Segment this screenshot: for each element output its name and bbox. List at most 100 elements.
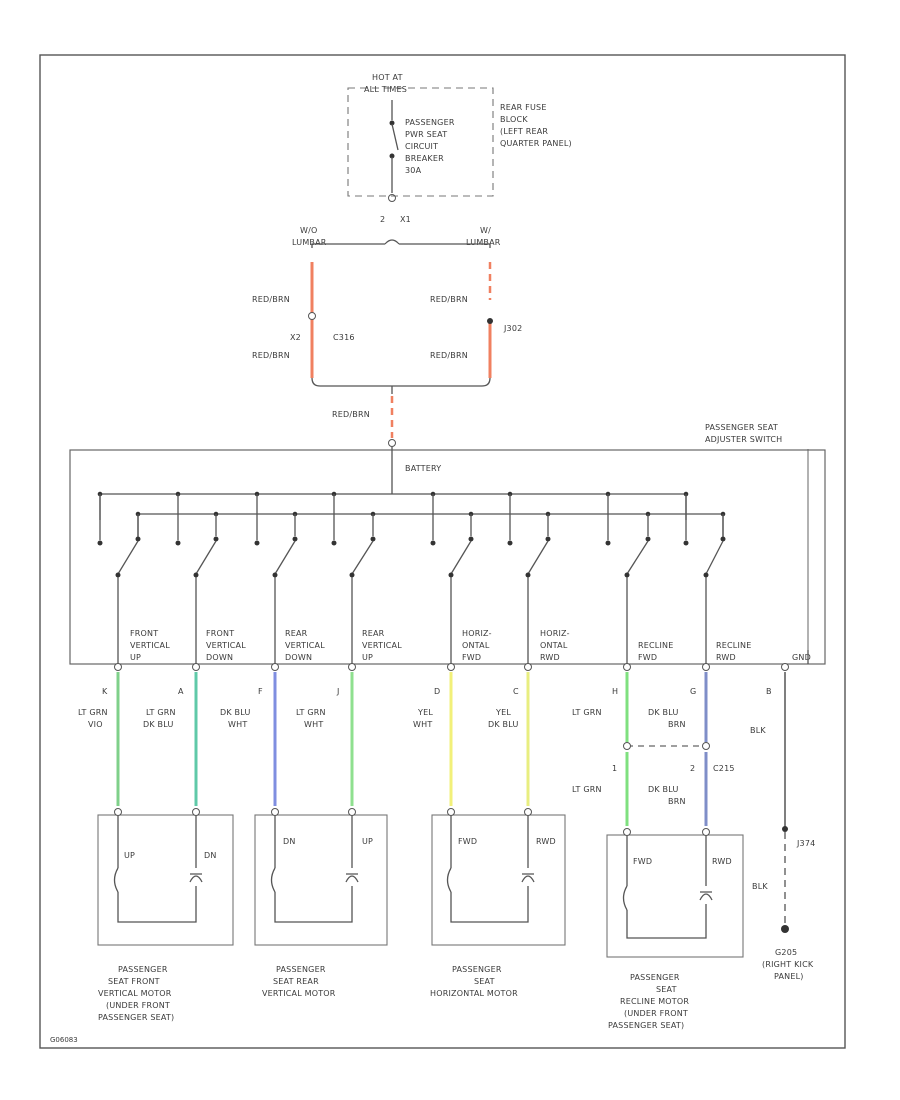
- contact-battery: [430, 540, 436, 546]
- pin-h: H: [612, 687, 618, 696]
- motor4-name-3: RECLINE MOTOR: [620, 997, 689, 1006]
- switch-pin-circles: [114, 663, 789, 671]
- out-front-vert-down-1: FRONT: [206, 629, 234, 638]
- w-lumbar-2: LUMBAR: [466, 238, 501, 247]
- motor-terminal: [114, 808, 122, 816]
- contact-ground: [720, 536, 726, 542]
- wire-h-label-1: LT GRN: [572, 708, 602, 717]
- motor3-name-2: SEAT: [474, 977, 495, 986]
- wire-k: K LT GRN VIO: [78, 672, 120, 806]
- wire-g-label-2: BRN: [668, 720, 686, 729]
- switch-connector-pin: [781, 663, 789, 671]
- contact-ground: [292, 536, 298, 542]
- wire-h: H LT GRN: [572, 672, 629, 742]
- contact-ground: [370, 536, 376, 542]
- contact-ground: [135, 536, 141, 542]
- wire-c-label-2: DK BLU: [488, 720, 519, 729]
- motor4-term-1: FWD: [633, 857, 652, 866]
- breaker-label-3: CIRCUIT: [405, 142, 438, 151]
- motor3-name-3: HORIZONTAL MOTOR: [430, 989, 518, 998]
- c215-wire-2-label-2: BRN: [668, 797, 686, 806]
- motor3-name-1: PASSENGER: [452, 965, 502, 974]
- c215-pin-2: 2: [690, 764, 695, 773]
- feed-section: W/O LUMBAR W/ LUMBAR RED/BRN RED/BRN RED…: [252, 226, 522, 447]
- motor1-name-1: PASSENGER: [118, 965, 168, 974]
- out-front-vert-down-2: VERTICAL: [206, 641, 246, 650]
- motor-return: [274, 886, 353, 923]
- motor-brush: [345, 873, 359, 883]
- wire-b: B BLK: [750, 672, 786, 828]
- wire-f-label-1: DK BLU: [220, 708, 251, 717]
- c215-label: C215: [713, 764, 735, 773]
- ground-name-2: (RIGHT KICK: [762, 960, 814, 969]
- wire-a-label-1: LT GRN: [146, 708, 176, 717]
- switch-blade: [117, 540, 139, 575]
- switch-connector-pin: [271, 663, 279, 671]
- motor-winding: [446, 867, 452, 893]
- out-horiz-rwd-2: ONTAL: [540, 641, 568, 650]
- switch-output-labels: FRONT VERTICAL UP FRONT VERTICAL DOWN RE…: [130, 629, 811, 662]
- switch-contacts: [97, 449, 809, 664]
- out-rear-vert-up-2: VERTICAL: [362, 641, 402, 650]
- wire-a: A LT GRN DK BLU: [143, 672, 198, 806]
- switch-pivot: [272, 572, 278, 578]
- motor-front-vertical: UP DN PASSENGER SEAT FRONT VERTICAL MOTO…: [97, 814, 234, 1022]
- ground-name-1: G205: [775, 948, 797, 957]
- switch-connector-pin: [524, 663, 532, 671]
- motor-rear-vertical: DN UP PASSENGER SEAT REAR VERTICAL MOTOR: [254, 814, 388, 998]
- motor1-name-2: SEAT FRONT: [108, 977, 160, 986]
- wire-label-redbrn-2: RED/BRN: [252, 351, 290, 360]
- motor1-term-2: DN: [204, 851, 217, 860]
- diagram-id: G06083: [50, 1036, 78, 1044]
- out-rear-vert-down-1: REAR: [285, 629, 308, 638]
- switch-pivot: [624, 572, 630, 578]
- wire-b-label: BLK: [750, 726, 766, 735]
- contact-battery: [175, 540, 181, 546]
- breaker-label-4: BREAKER: [405, 154, 444, 163]
- motor4-name-1: PASSENGER: [630, 973, 680, 982]
- motor4-term-2: RWD: [712, 857, 732, 866]
- fuse-location-4: QUARTER PANEL): [500, 139, 572, 148]
- motor-terminal: [702, 828, 710, 836]
- motor-terminal: [348, 808, 356, 816]
- wire-k-label-2: VIO: [88, 720, 103, 729]
- switch-blade: [705, 540, 724, 575]
- motor-winding: [270, 867, 276, 893]
- fuse-pin-2: 2: [380, 215, 385, 224]
- motor-return: [450, 886, 529, 923]
- hot-at-label-2: ALL TIMES: [364, 85, 407, 94]
- wire-a-label-2: DK BLU: [143, 720, 174, 729]
- wire-j-label-2: WHT: [304, 720, 323, 729]
- fuse-location-2: BLOCK: [500, 115, 528, 124]
- wire-c-label-1: YEL: [495, 708, 511, 717]
- out-horiz-fwd-3: FWD: [462, 653, 481, 662]
- contact-ground: [545, 536, 551, 542]
- switch-blade: [527, 540, 549, 575]
- motor2-name-3: VERTICAL MOTOR: [262, 989, 336, 998]
- out-horiz-fwd-1: HORIZ-: [462, 629, 492, 638]
- pin-d: D: [434, 687, 440, 696]
- motor-terminal: [271, 808, 279, 816]
- splice-j302: J302: [503, 324, 522, 333]
- motor4-name-5: PASSENGER SEAT): [608, 1021, 684, 1030]
- splice-c316: C316: [333, 333, 355, 342]
- out-rear-vert-down-3: DOWN: [285, 653, 312, 662]
- out-horiz-rwd-3: RWD: [540, 653, 560, 662]
- motor-return: [117, 886, 197, 923]
- breaker-label-2: PWR SEAT: [405, 130, 447, 139]
- out-front-vert-up-1: FRONT: [130, 629, 158, 638]
- switch-pivot: [703, 572, 709, 578]
- switch-connector-pin: [702, 663, 710, 671]
- contact-battery: [683, 540, 689, 546]
- out-horiz-rwd-1: HORIZ-: [540, 629, 570, 638]
- motor1-name-4: (UNDER FRONT: [106, 1001, 170, 1010]
- wire-label-redbrn-4: RED/BRN: [430, 351, 468, 360]
- fuse-location-3: (LEFT REAR: [500, 127, 548, 136]
- motor4-name-2: SEAT: [656, 985, 677, 994]
- ground-path: J374 BLK G205 (RIGHT KICK PANEL): [752, 826, 815, 981]
- motor-terminal: [524, 808, 532, 816]
- motor2-term-2: UP: [362, 837, 373, 846]
- motor2-name-1: PASSENGER: [276, 965, 326, 974]
- wire-d: D YEL WHT: [413, 672, 453, 806]
